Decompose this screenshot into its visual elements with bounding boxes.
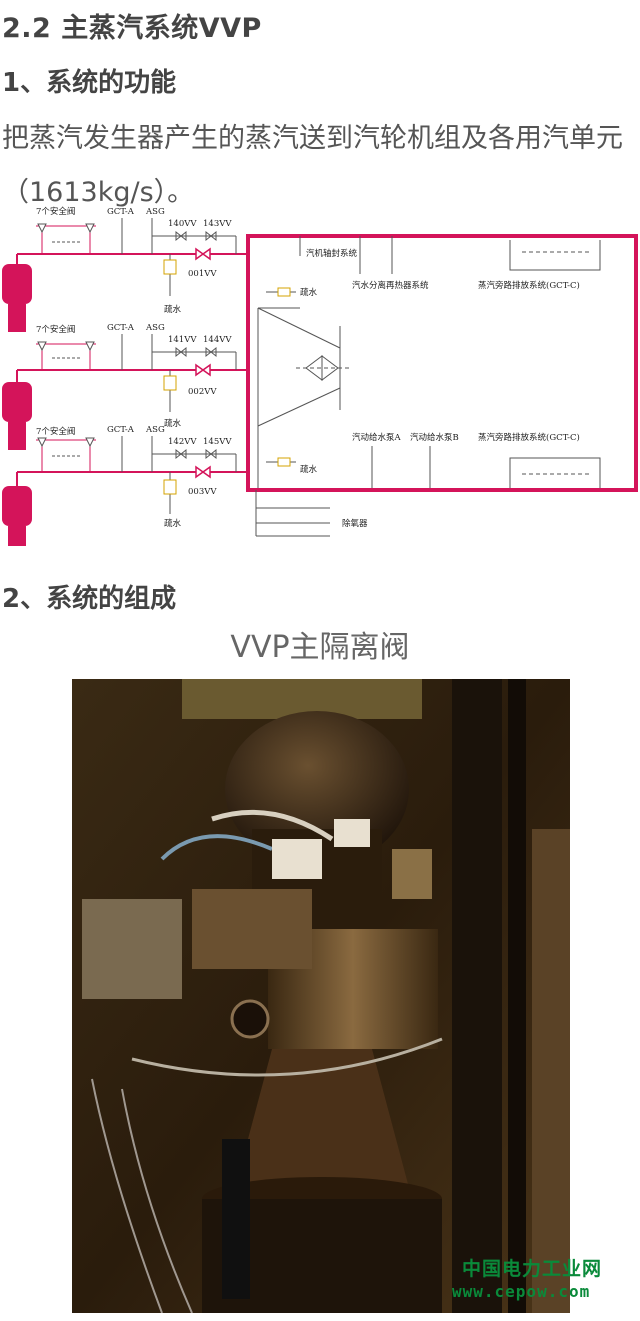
steam-line-2: 7个安全阀 GCT-A ASG 141VV 144VV 002VV 疏水 (2, 323, 248, 450)
valve-label-141: 141VV (168, 335, 197, 345)
safety-valves-label-1: 7个安全阀 (36, 206, 75, 217)
turbine-island-box (246, 234, 638, 492)
steam-line-3: 7个安全阀 GCT-A ASG 142VV 145VV 003VV 疏水 (2, 425, 248, 546)
safety-valves-label-3: 7个安全阀 (36, 426, 75, 437)
isolation-valve-label-2: 002VV (188, 387, 217, 397)
page-heading: 2.2 主蒸汽系统VVP (2, 13, 262, 44)
function-description: 把蒸汽发生器产生的蒸汽送到汽轮机组及各用汽单元（1613kg/s）。 (2, 123, 623, 208)
photo-caption: VVP主隔离阀 (230, 630, 410, 665)
gct-label-1: GCT-A (107, 207, 135, 217)
gct-label-2: GCT-A (107, 323, 135, 333)
turbine-island-contents: 汽机轴封系统 汽水分离再热器系统 蒸汽旁路排放系统(GCT-C) 疏水 疏水 汽… (257, 236, 601, 488)
valve-label-143: 143VV (203, 219, 232, 229)
section-title-composition: 2、系统的组成 (2, 584, 177, 614)
drain-label-inner-2: 疏水 (300, 464, 318, 475)
bypass-top-label: 蒸汽旁路排放系统(GCT-C) (478, 280, 580, 291)
steam-generator-3 (2, 486, 32, 526)
asg-label-2: ASG (145, 323, 165, 333)
valve-label-142: 142VV (168, 437, 197, 447)
turbine-symbol (305, 355, 339, 381)
drain-label-2: 疏水 (164, 418, 182, 429)
valve-photo (72, 679, 570, 1313)
pump-b-label: 汽动给水泵B (410, 432, 459, 443)
isolation-valve-label-3: 003VV (188, 487, 217, 497)
gct-label-3: GCT-A (107, 425, 135, 435)
turbine-seal-label: 汽机轴封系统 (306, 248, 358, 259)
bypass-bottom-label: 蒸汽旁路排放系统(GCT-C) (478, 432, 580, 443)
valve-label-140: 140VV (168, 219, 197, 229)
drain-label-3: 疏水 (164, 518, 182, 529)
valve-label-145: 145VV (203, 437, 232, 447)
isolation-valve-label-1: 001VV (188, 269, 217, 279)
deaerator-label: 除氧器 (342, 518, 368, 529)
pump-a-label: 汽动给水泵A (352, 432, 402, 443)
watermark-name: 中国电力工业网 (462, 1258, 603, 1280)
system-diagram: 7个安全阀 GCT-A ASG 140VV 143VV 001VV 疏水 7个安… (2, 206, 638, 546)
msr-label: 汽水分离再热器系统 (352, 280, 429, 291)
steam-generator-1 (2, 264, 32, 304)
drain-label-inner-1: 疏水 (300, 287, 318, 298)
watermark-url: www.cepow.com (452, 1282, 591, 1301)
drain-label-1: 疏水 (164, 304, 182, 315)
asg-label-1: ASG (145, 207, 165, 217)
safety-valves-label-2: 7个安全阀 (36, 324, 75, 335)
steam-generator-2 (2, 382, 32, 422)
section-title-function: 1、系统的功能 (2, 68, 177, 98)
steam-line-1: 7个安全阀 GCT-A ASG 140VV 143VV 001VV 疏水 (2, 206, 248, 332)
asg-label-3: ASG (145, 425, 165, 435)
deaerator-lines: 除氧器 (255, 490, 368, 537)
valve-label-144: 144VV (203, 335, 232, 345)
